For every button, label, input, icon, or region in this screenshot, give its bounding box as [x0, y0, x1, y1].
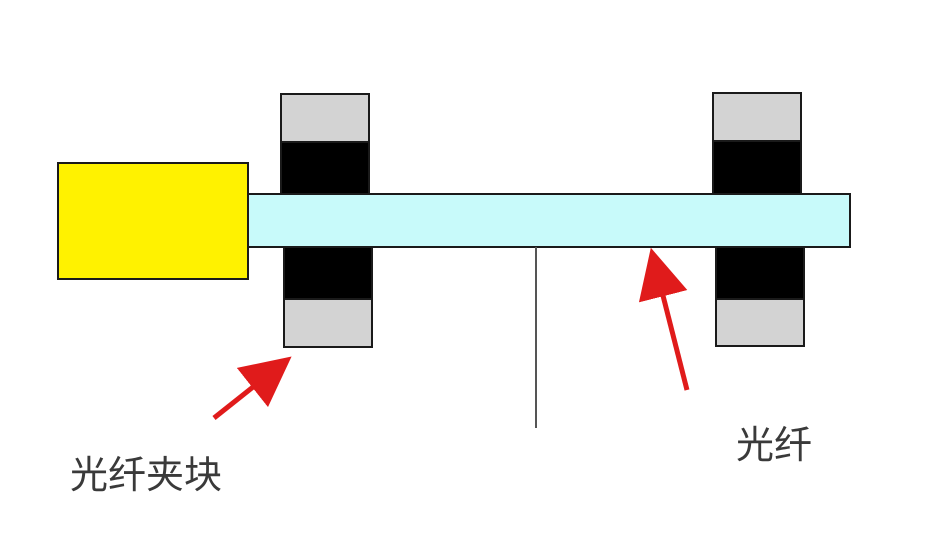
right-clamp-top-cap: [712, 92, 802, 142]
left-clamp-top-pad: [280, 141, 370, 195]
clamp-arrow: [212, 356, 292, 420]
clamp-label-box: [6, 428, 322, 518]
clamp-label: 光纤夹块: [70, 453, 222, 497]
left-clamp-bottom-cap: [283, 298, 373, 348]
right-clamp-bottom-pad: [715, 246, 805, 300]
fiber-label-box: [620, 396, 936, 488]
left-clamp-bottom-pad: [283, 246, 373, 300]
fiber-arrow: [638, 247, 690, 391]
right-clamp-bottom-cap: [715, 298, 805, 347]
fiber-label: 光纤: [736, 423, 812, 467]
right-clamp: [712, 92, 805, 347]
left-clamp-top-cap: [280, 93, 370, 143]
optical-fiber: [247, 193, 851, 248]
connector-block: [57, 162, 249, 280]
right-clamp-top-pad: [712, 140, 802, 195]
